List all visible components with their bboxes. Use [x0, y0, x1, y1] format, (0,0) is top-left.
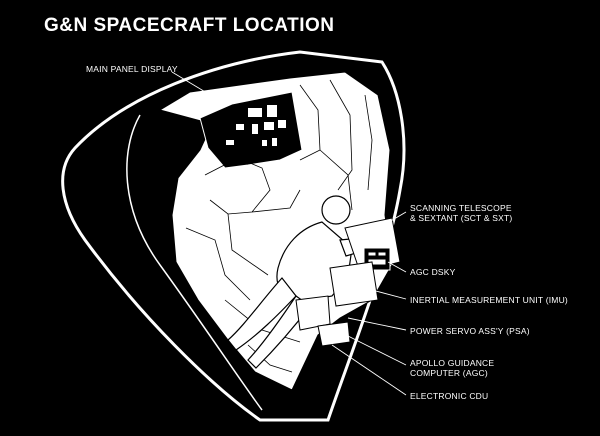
label-sextant: & SEXTANT (SCT & SXT): [410, 213, 513, 223]
label-main-panel-display: MAIN PANEL DISPLAY: [86, 64, 178, 74]
equipment: [295, 217, 401, 347]
label-electronic-cdu: ELECTRONIC CDU: [410, 391, 489, 401]
capsule-inner-line: [126, 114, 263, 411]
panel-gauges: [226, 105, 286, 146]
label-imu: INERTIAL MEASUREMENT UNIT (IMU): [410, 295, 568, 305]
label-apollo-guidance: APOLLO GUIDANCE: [410, 358, 495, 368]
leader-lines: [171, 71, 407, 396]
capsule-hull: [61, 50, 406, 422]
label-psa: POWER SERVO ASS'Y (PSA): [410, 326, 530, 336]
structure-lines: [185, 79, 373, 373]
page-title: G&N SPACECRAFT LOCATION: [44, 15, 335, 36]
label-agc: COMPUTER (AGC): [410, 368, 488, 378]
label-scanning-telescope: SCANNING TELESCOPE: [410, 203, 512, 213]
label-agc-dsky: AGC DSKY: [410, 267, 456, 277]
